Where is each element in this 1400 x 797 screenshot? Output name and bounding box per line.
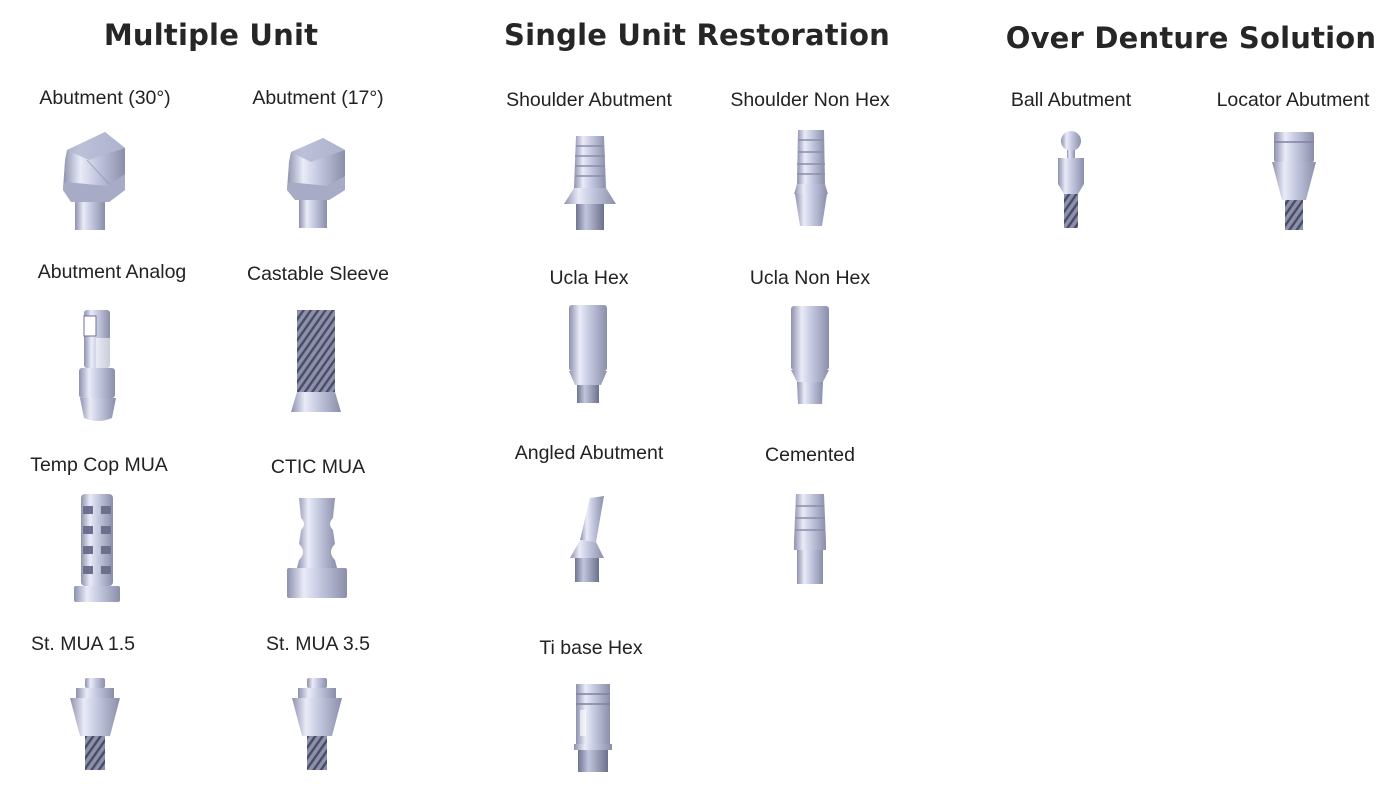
straight-mua-icon (290, 676, 344, 772)
product-label-abutment-17: Abutment (17°) (252, 87, 384, 109)
shoulder-abutment-icon (562, 134, 618, 232)
angled-abutment-17-icon (283, 134, 353, 230)
product-label-ti-base-hex: Ti base Hex (539, 637, 643, 659)
product-label-ucla-hex: Ucla Hex (549, 267, 629, 289)
ucla-hex-icon (567, 303, 609, 405)
cemented-abutment-icon (790, 492, 830, 586)
angled-abutment-icon (566, 494, 610, 584)
straight-mua-icon (68, 676, 122, 772)
product-label-temp-cop-mua: Temp Cop MUA (30, 454, 168, 476)
ucla-non-hex-icon (789, 304, 831, 406)
section-title-over-denture: Over Denture Solution (1005, 21, 1377, 55)
angled-abutment-30-icon (57, 130, 133, 234)
ctic-mua-icon (285, 494, 349, 600)
product-label-shoulder-non-hex: Shoulder Non Hex (730, 89, 890, 111)
product-label-shoulder-abutment: Shoulder Abutment (506, 89, 672, 111)
ball-abutment-icon (1054, 130, 1088, 230)
abutment-analog-icon (76, 308, 120, 424)
product-label-locator-abutment: Locator Abutment (1216, 89, 1370, 111)
product-label-ball-abutment: Ball Abutment (1010, 89, 1132, 111)
product-label-st-mua-3-5: St. MUA 3.5 (265, 633, 371, 655)
product-label-angled-abutment: Angled Abutment (514, 442, 664, 464)
ti-base-hex-icon (572, 682, 614, 774)
product-label-castable-sleeve: Castable Sleeve (246, 263, 390, 285)
shoulder-non-hex-icon (792, 128, 830, 228)
product-label-cemented: Cemented (765, 444, 855, 466)
product-label-abutment-30: Abutment (30°) (39, 87, 171, 109)
product-label-ucla-non-hex: Ucla Non Hex (749, 267, 871, 289)
section-title-multiple-unit: Multiple Unit (103, 18, 319, 52)
product-label-st-mua-1-5: St. MUA 1.5 (30, 633, 136, 655)
section-title-single-unit: Single Unit Restoration (504, 18, 890, 52)
castable-sleeve-icon (289, 308, 345, 418)
locator-abutment-icon (1270, 130, 1318, 232)
product-label-abutment-analog: Abutment Analog (37, 261, 187, 283)
product-label-ctic-mua: CTIC MUA (270, 456, 366, 478)
temp-cop-mua-icon (71, 492, 123, 604)
